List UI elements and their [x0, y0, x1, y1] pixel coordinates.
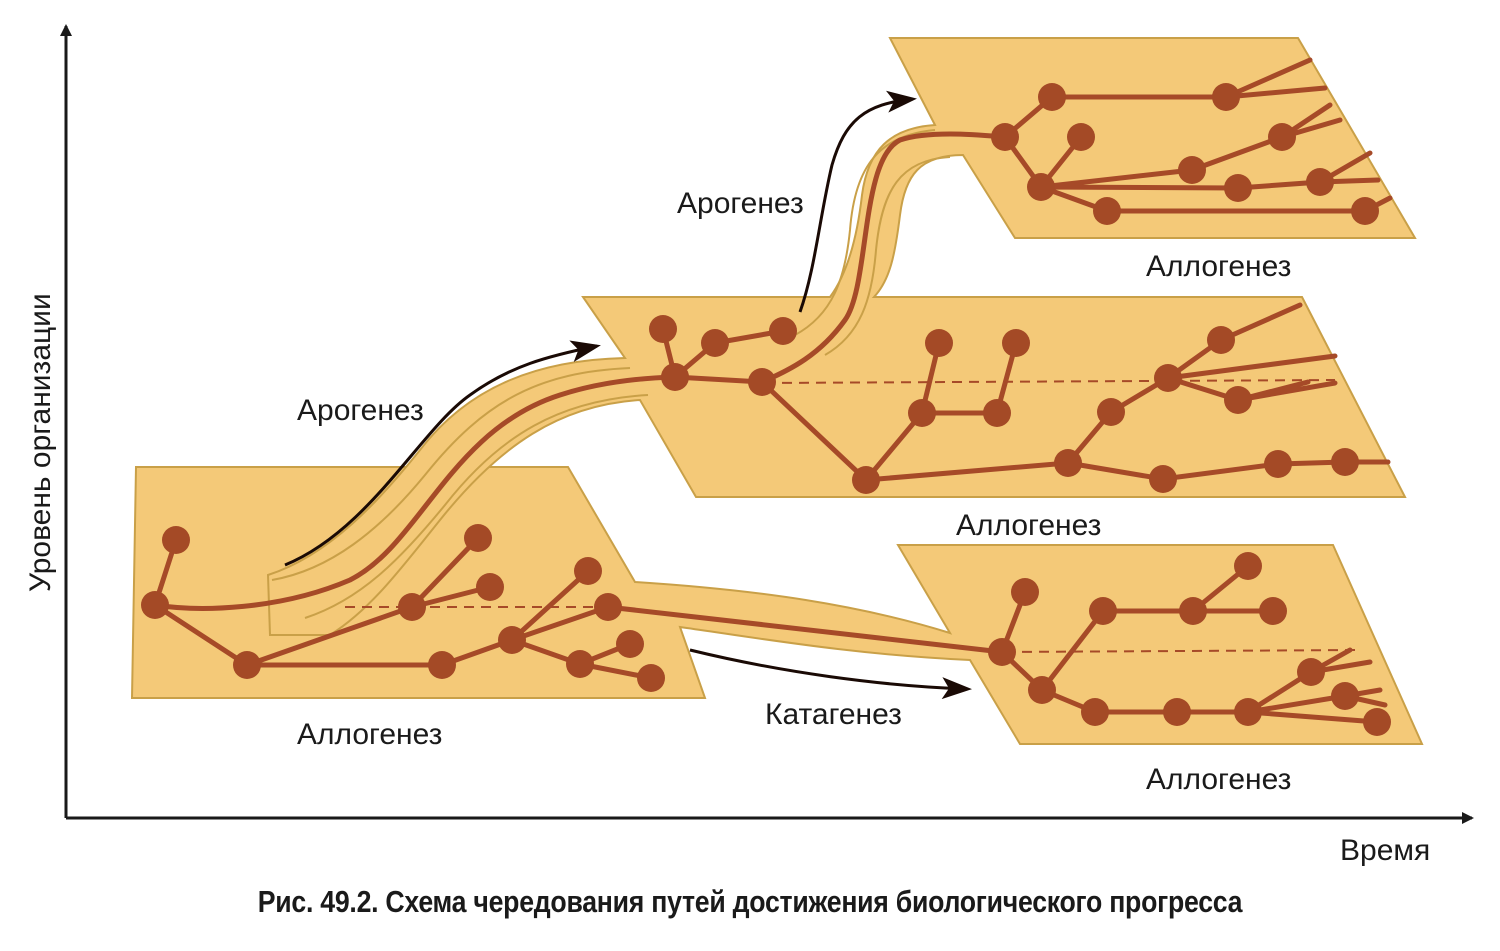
label-allogenez-top: Аллогенез — [1146, 250, 1291, 283]
axes — [60, 24, 1474, 824]
node — [1081, 698, 1109, 726]
node — [1027, 173, 1055, 201]
node — [1067, 123, 1095, 151]
node — [574, 557, 602, 585]
y-axis-label: Уровень организации — [24, 293, 57, 592]
node — [852, 466, 880, 494]
node — [1351, 197, 1379, 225]
node — [1089, 597, 1117, 625]
node — [398, 593, 426, 621]
node — [1002, 329, 1030, 357]
node — [1331, 682, 1359, 710]
node — [1054, 449, 1082, 477]
dashed-lines — [345, 379, 1361, 653]
node — [1234, 698, 1262, 726]
node — [1297, 658, 1325, 686]
node — [1038, 83, 1066, 111]
node — [233, 651, 261, 679]
x-axis-label: Время — [1340, 834, 1430, 867]
label-arogenez-2: Арогенез — [677, 187, 804, 220]
plane-bottom-left-group — [130, 466, 1424, 745]
label-allogenez-middle: Аллогенез — [956, 509, 1101, 542]
node — [701, 329, 729, 357]
node — [1212, 83, 1240, 111]
node — [1331, 448, 1359, 476]
node — [649, 315, 677, 343]
node — [1149, 465, 1177, 493]
arrow-arogenez-1 — [284, 340, 601, 567]
node — [1163, 698, 1191, 726]
node — [1259, 597, 1287, 625]
node — [1154, 364, 1182, 392]
node — [1363, 708, 1391, 736]
channel-line-2 — [304, 394, 649, 619]
label-katagenez: Катагенез — [765, 698, 902, 731]
node — [1264, 450, 1292, 478]
node — [1011, 578, 1039, 606]
channel-line-1 — [271, 367, 631, 581]
node — [988, 638, 1016, 666]
label-allogenez-bottom-left: Аллогенез — [297, 718, 442, 751]
node — [908, 399, 936, 427]
node — [661, 363, 689, 391]
node — [769, 317, 797, 345]
node — [566, 650, 594, 678]
node — [162, 526, 190, 554]
arrow-katagenez — [689, 648, 972, 700]
node — [1224, 386, 1252, 414]
main-trunk — [152, 131, 1008, 611]
node — [1028, 676, 1056, 704]
node — [991, 123, 1019, 151]
arrows — [284, 90, 972, 700]
figure-caption: Рис. 49.2. Схема чередования путей дости… — [257, 884, 1243, 919]
labels: Арогенез Арогенез Катагенез Аллогенез Ал… — [24, 187, 1430, 867]
label-arogenez-1: Арогенез — [297, 394, 424, 427]
channel-line-4 — [824, 156, 951, 356]
node — [428, 651, 456, 679]
node — [1234, 552, 1262, 580]
node — [476, 573, 504, 601]
node — [594, 593, 622, 621]
node — [1097, 398, 1125, 426]
node — [637, 664, 665, 692]
dashed-line-3 — [1004, 649, 1361, 653]
node — [983, 399, 1011, 427]
node — [925, 329, 953, 357]
node — [1093, 197, 1121, 225]
node — [464, 524, 492, 552]
node — [141, 591, 169, 619]
node — [1306, 168, 1334, 196]
node — [1224, 174, 1252, 202]
nodes — [141, 83, 1391, 736]
node — [748, 368, 776, 396]
node — [1268, 123, 1296, 151]
node — [616, 630, 644, 658]
plane-bottom-left — [130, 466, 1424, 745]
node — [1207, 326, 1235, 354]
node — [1179, 597, 1207, 625]
node — [498, 626, 526, 654]
label-allogenez-bottom-right: Аллогенез — [1146, 763, 1291, 796]
arrow-arogenez-2 — [798, 90, 917, 313]
node — [1178, 156, 1206, 184]
